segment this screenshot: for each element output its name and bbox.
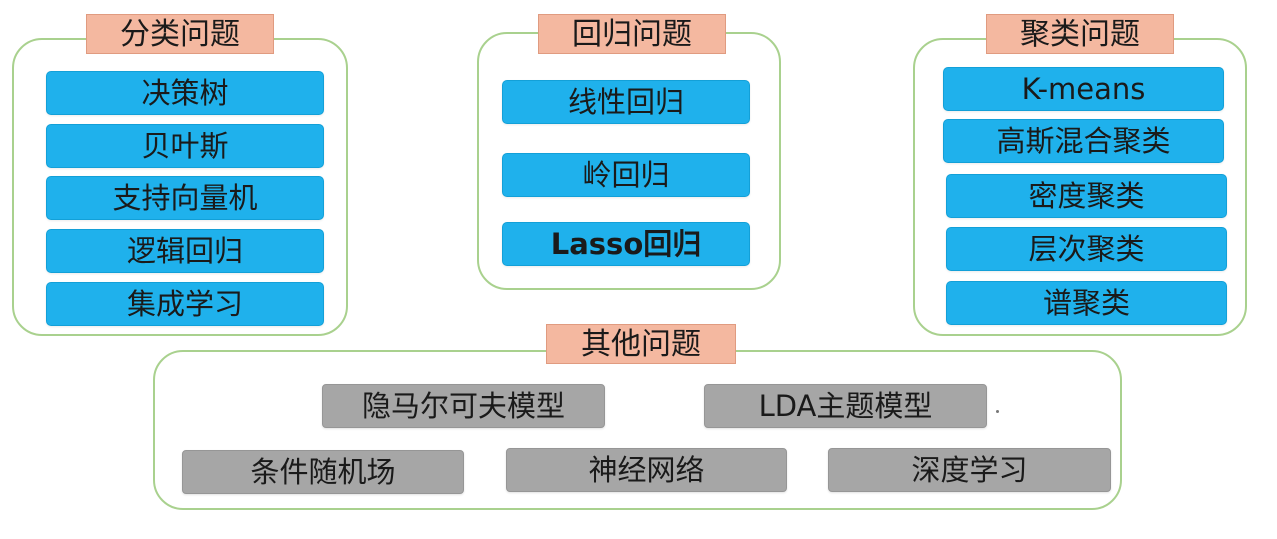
clustering-item: 谱聚类: [946, 281, 1227, 325]
clustering-item: 高斯混合聚类: [943, 119, 1224, 163]
regression-title: 回归问题: [538, 14, 726, 54]
clustering-item: 层次聚类: [946, 227, 1227, 271]
classification-item: 支持向量机: [46, 176, 324, 220]
classification-item: 逻辑回归: [46, 229, 324, 273]
classification-item: 贝叶斯: [46, 124, 324, 168]
other-item: LDA主题模型: [704, 384, 987, 428]
other-item: 深度学习: [828, 448, 1111, 492]
regression-item: Lasso回归: [502, 222, 750, 266]
regression-item: 岭回归: [502, 153, 750, 197]
other-item: 条件随机场: [182, 450, 464, 494]
clustering-item: 密度聚类: [946, 174, 1227, 218]
clustering-item: K-means: [943, 67, 1224, 111]
classification-item: 决策树: [46, 71, 324, 115]
other-title: 其他问题: [546, 324, 736, 364]
clustering-title: 聚类问题: [986, 14, 1174, 54]
regression-item: 线性回归: [502, 80, 750, 124]
other-item: 神经网络: [506, 448, 787, 492]
classification-item: 集成学习: [46, 282, 324, 326]
classification-title: 分类问题: [86, 14, 274, 54]
stray-dot: [996, 410, 999, 413]
other-item: 隐马尔可夫模型: [322, 384, 605, 428]
